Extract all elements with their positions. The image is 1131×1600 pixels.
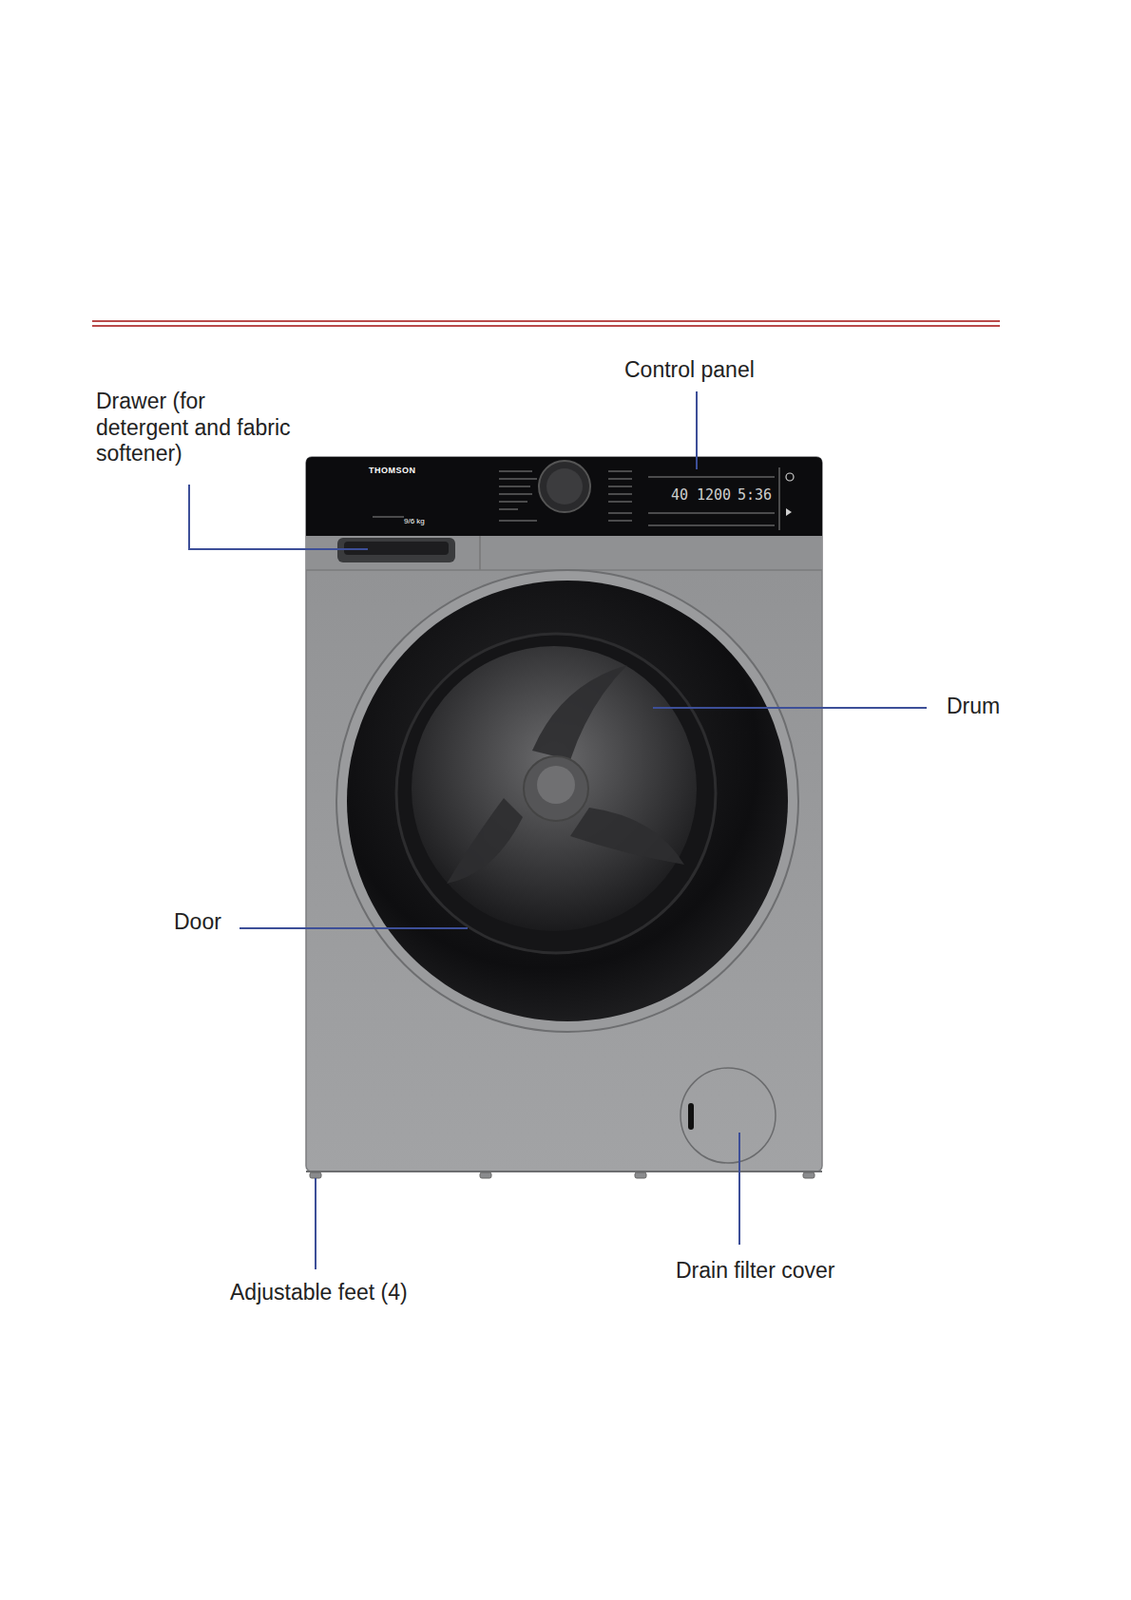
program-marks [372,467,780,531]
door-glass-edge [396,633,716,954]
door-rim [336,570,799,1033]
part-label: Door [173,909,222,937]
part-label: Control panel [624,357,755,384]
start-button [785,508,792,517]
display-digits: 5:36 [737,488,772,503]
rule-line [92,325,1000,327]
drum-lifters [446,665,685,884]
rule-line [92,320,1000,323]
filter-latch [688,1103,694,1131]
part-label: Drawer (for detergent and fabric softene… [95,388,301,468]
display-digits: 1200 [696,488,731,503]
leader-line [189,391,927,1270]
knob-face [546,468,583,505]
display-digits: 40 [670,488,689,503]
drum-glass [411,646,697,932]
part-label: Drain filter cover [675,1258,835,1285]
brand-logo: THOMSON [368,466,417,476]
base-edge [306,1170,823,1173]
drain-filter-cover [680,1068,776,1164]
power-button [785,473,794,481]
part-label: Drum [946,693,1000,721]
control-panel [306,457,823,537]
drum-hub [523,756,589,822]
panel-strip [306,536,823,571]
program-knob [538,460,591,513]
door-ring [346,580,788,1022]
part-label: Adjustable feet (4) [230,1280,408,1307]
machine-body [306,457,823,1172]
drum-hub-center [536,766,576,805]
divider [479,536,481,571]
capacity-text: 9/6 kg [403,517,425,526]
